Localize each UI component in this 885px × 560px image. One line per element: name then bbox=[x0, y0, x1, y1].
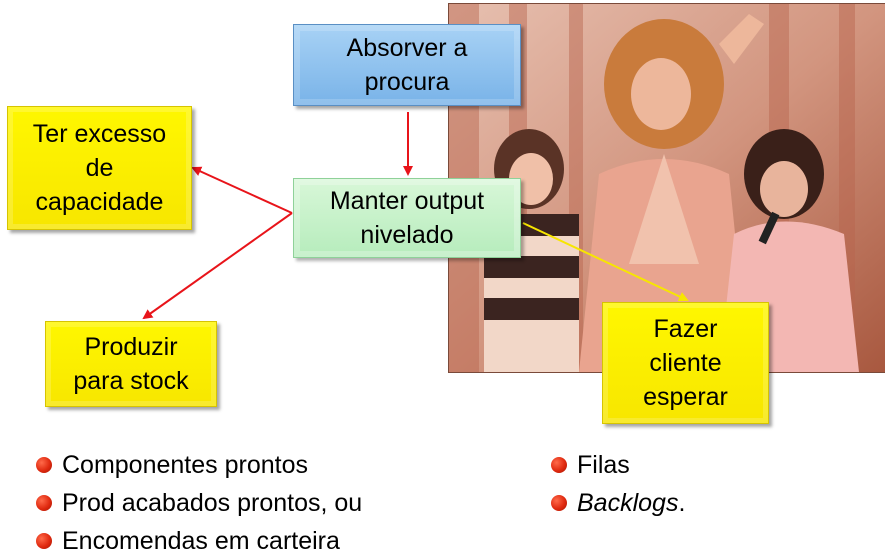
left-bullet-list: Componentes prontos Prod acabados pronto… bbox=[36, 446, 362, 560]
absorb-demand-label: Absorver a procura bbox=[346, 34, 468, 96]
list-item: Backlogs. bbox=[551, 484, 685, 522]
arrow-level-to-stock bbox=[142, 212, 293, 320]
bullet-text: Prod acabados prontos, ou bbox=[62, 489, 363, 517]
absorb-demand-box: Absorver a procura bbox=[293, 24, 521, 106]
list-item: Encomendas em carteira bbox=[36, 522, 362, 560]
arrow-level-to-excess bbox=[191, 166, 293, 214]
bullet-dot-icon bbox=[551, 457, 567, 473]
level-output-label: Manter output nivelado bbox=[329, 187, 485, 249]
excess-capacity-label: Ter excesso de capacidade bbox=[32, 120, 167, 216]
bullet-text-italic: Backlogs bbox=[577, 489, 679, 517]
right-bullet-list: Filas Backlogs. bbox=[551, 446, 685, 522]
bullet-dot-icon bbox=[36, 457, 52, 473]
produce-stock-label: Produzir para stock bbox=[73, 333, 189, 395]
customer-wait-label: Fazer cliente esperar bbox=[643, 315, 728, 411]
bullet-text: Encomendas em carteira bbox=[62, 527, 340, 555]
produce-stock-box: Produzir para stock bbox=[45, 321, 217, 407]
bullet-dot-icon bbox=[36, 495, 52, 511]
list-item: Componentes prontos bbox=[36, 446, 362, 484]
list-item: Filas bbox=[551, 446, 685, 484]
arrow-level-to-wait bbox=[522, 222, 689, 302]
bullet-text: Filas bbox=[577, 451, 630, 479]
bullet-dot-icon bbox=[36, 533, 52, 549]
customer-wait-box: Fazer cliente esperar bbox=[602, 302, 769, 424]
excess-capacity-box: Ter excesso de capacidade bbox=[7, 106, 192, 230]
level-output-box: Manter output nivelado bbox=[293, 178, 521, 258]
list-item: Prod acabados prontos, ou bbox=[36, 484, 362, 522]
bullet-dot-icon bbox=[551, 495, 567, 511]
bullet-text-suffix: . bbox=[678, 489, 686, 517]
bullet-text: Componentes prontos bbox=[62, 451, 308, 479]
